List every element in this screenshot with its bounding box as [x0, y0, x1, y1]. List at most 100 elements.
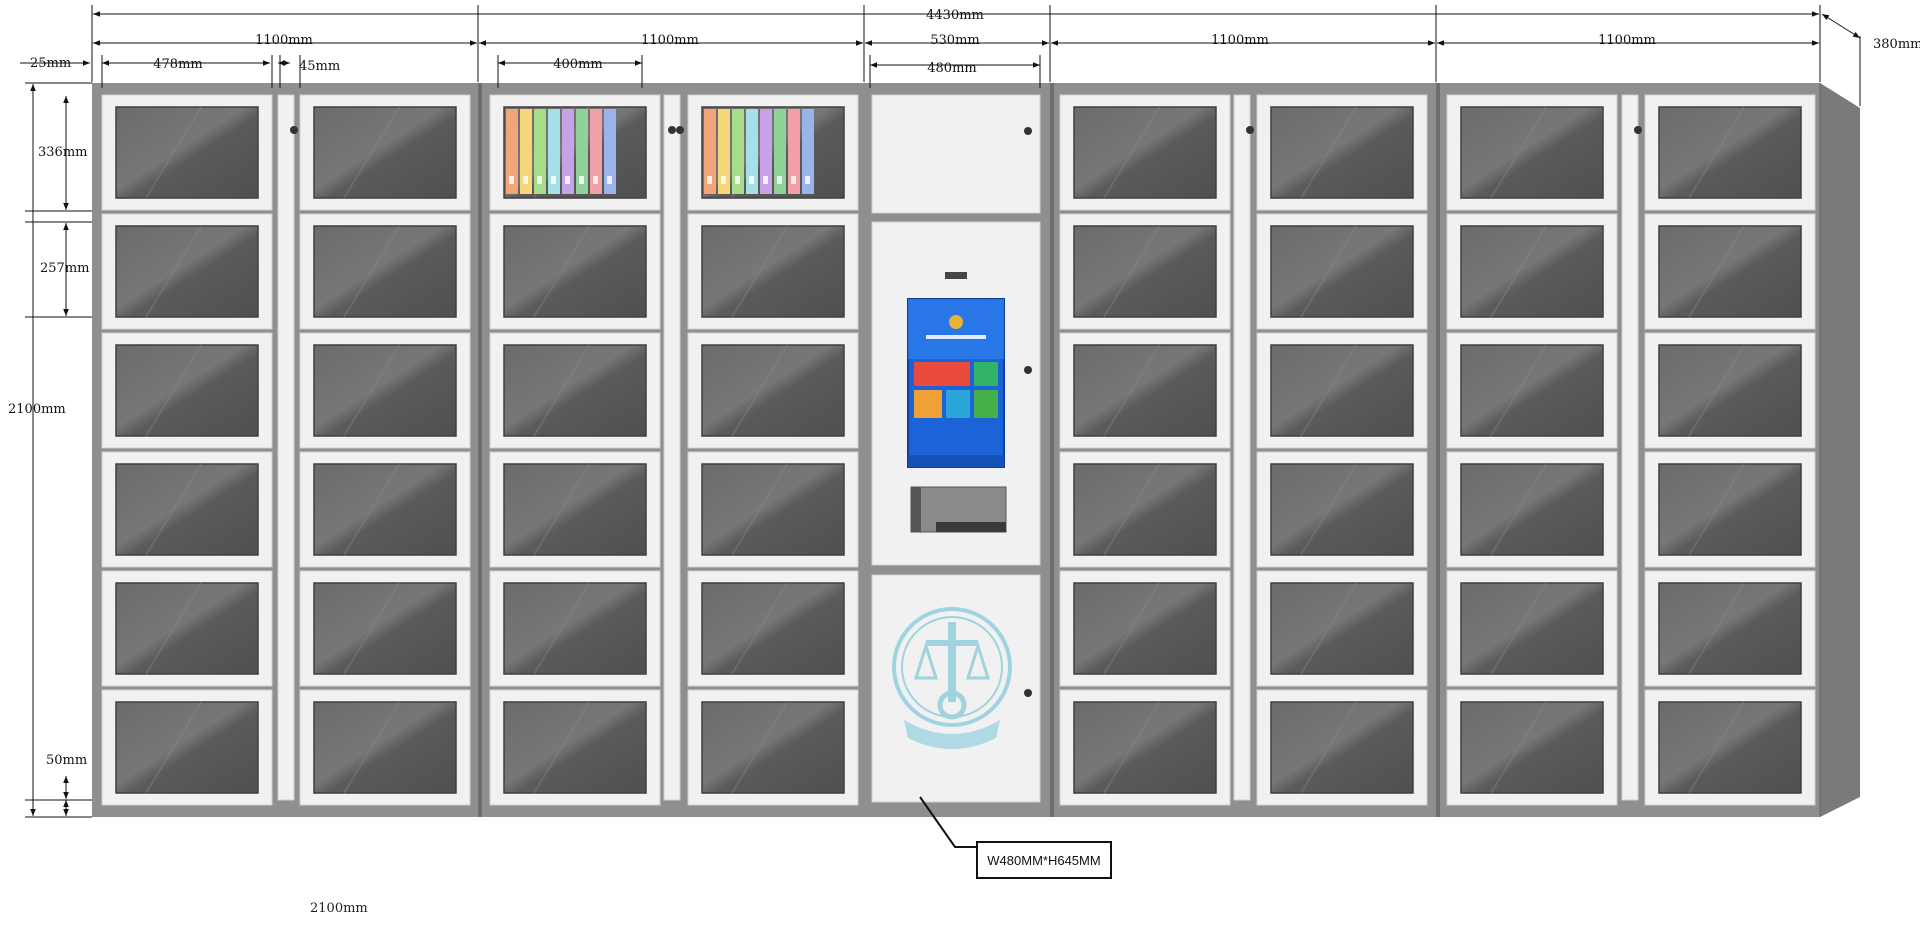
- dimension-lines: [20, 5, 1861, 818]
- screen-tile: [914, 390, 942, 418]
- binder: [746, 109, 758, 194]
- screen-tile: [946, 390, 970, 418]
- locker-door: [1644, 570, 1816, 687]
- dim-module-1: 1100mm: [255, 33, 313, 48]
- locker-window: [1270, 106, 1414, 199]
- lock-icon: [1634, 126, 1642, 134]
- binder: [604, 109, 616, 194]
- locker-door: [1059, 570, 1231, 687]
- locker-door: [1059, 451, 1231, 568]
- binder: [506, 109, 518, 194]
- binder: [774, 109, 786, 194]
- binder: [534, 109, 546, 194]
- locker-window: [701, 344, 845, 437]
- locker-window: [503, 582, 647, 675]
- court-logo-icon: [892, 607, 1012, 749]
- dim-row-257: 257mm: [40, 261, 89, 276]
- binder: [718, 109, 730, 194]
- dim-base-50: 50mm: [46, 753, 87, 768]
- locker-window: [1270, 225, 1414, 318]
- locker-door: [299, 570, 471, 687]
- lock-icon: [1246, 126, 1254, 134]
- screen-tile: [974, 390, 998, 418]
- locker-door: [1446, 570, 1618, 687]
- locker-door: [687, 94, 859, 211]
- binder: [732, 109, 744, 194]
- locker-window: [701, 463, 845, 556]
- locker-door: [1256, 332, 1428, 449]
- locker-window: [313, 344, 457, 437]
- locker-door: [101, 332, 273, 449]
- locker-window: [115, 225, 259, 318]
- dim-row-336: 336mm: [38, 145, 87, 160]
- dim-door-478: 478mm: [153, 57, 202, 72]
- dim-total-width: 4430mm: [926, 8, 984, 23]
- binder: [520, 109, 532, 194]
- top-compartment-door: [871, 94, 1041, 214]
- locker-door: [1256, 570, 1428, 687]
- module-separator: [1050, 83, 1054, 817]
- locker-window: [701, 225, 845, 318]
- binder: [802, 109, 814, 194]
- locker-window: [313, 582, 457, 675]
- locker-window: [115, 701, 259, 794]
- locker-door: [1644, 689, 1816, 806]
- lock-strip: [1233, 94, 1251, 801]
- locker-door: [1446, 689, 1618, 806]
- locker-window: [1073, 582, 1217, 675]
- cabinet-side-panel: [1820, 83, 1860, 817]
- size-callout-box: W480MM*H645MM: [976, 841, 1112, 879]
- dimension-labels: 4430mm 380mm 1100mm 1100mm 530mm 1100mm …: [8, 8, 1920, 768]
- dim-door-480: 480mm: [927, 61, 976, 76]
- locker-window: [1658, 106, 1802, 199]
- locker-door: [687, 451, 859, 568]
- locker-window: [1460, 582, 1604, 675]
- center-terminal-unit: [864, 83, 1050, 848]
- dim-height: 2100mm: [8, 402, 66, 417]
- lock-icon: [1024, 689, 1032, 697]
- locker-window: [1460, 463, 1604, 556]
- locker-window: [1270, 582, 1414, 675]
- locker-door: [687, 689, 859, 806]
- locker-window: [1073, 225, 1217, 318]
- binder: [548, 109, 560, 194]
- locker-door: [299, 451, 471, 568]
- module-separator: [1436, 83, 1440, 817]
- locker-door: [687, 570, 859, 687]
- locker-window: [115, 463, 259, 556]
- binder: [576, 109, 588, 194]
- locker-window: [115, 344, 259, 437]
- locker-door: [101, 213, 273, 330]
- locker-window: [1073, 463, 1217, 556]
- callout-leader: [919, 796, 976, 848]
- locker-door: [1256, 451, 1428, 568]
- lock-strip: [277, 94, 295, 801]
- dim-depth: 380mm: [1873, 37, 1920, 52]
- locker-window: [1270, 701, 1414, 794]
- binder: [562, 109, 574, 194]
- locker-window: [701, 582, 845, 675]
- locker-window: [1460, 225, 1604, 318]
- locker-door: [1644, 94, 1816, 211]
- locker-door: [687, 213, 859, 330]
- locker-door: [1446, 213, 1618, 330]
- dim-module-2: 1100mm: [641, 33, 699, 48]
- lock-icon: [1024, 366, 1032, 374]
- lock-icon: [668, 126, 676, 134]
- locker-window: [1460, 106, 1604, 199]
- locker-door: [299, 332, 471, 449]
- locker-door: [489, 451, 661, 568]
- locker-window: [313, 701, 457, 794]
- locker-door: [1446, 332, 1618, 449]
- locker-door: [1644, 213, 1816, 330]
- locker-door: [489, 570, 661, 687]
- locker-door: [1256, 689, 1428, 806]
- locker-window: [1658, 225, 1802, 318]
- locker-door: [299, 213, 471, 330]
- bottom-dimension-note: 2100mm: [310, 901, 368, 916]
- locker-door: [489, 689, 661, 806]
- screen-tile: [914, 362, 970, 386]
- locker-window: [503, 463, 647, 556]
- locker-window: [1460, 701, 1604, 794]
